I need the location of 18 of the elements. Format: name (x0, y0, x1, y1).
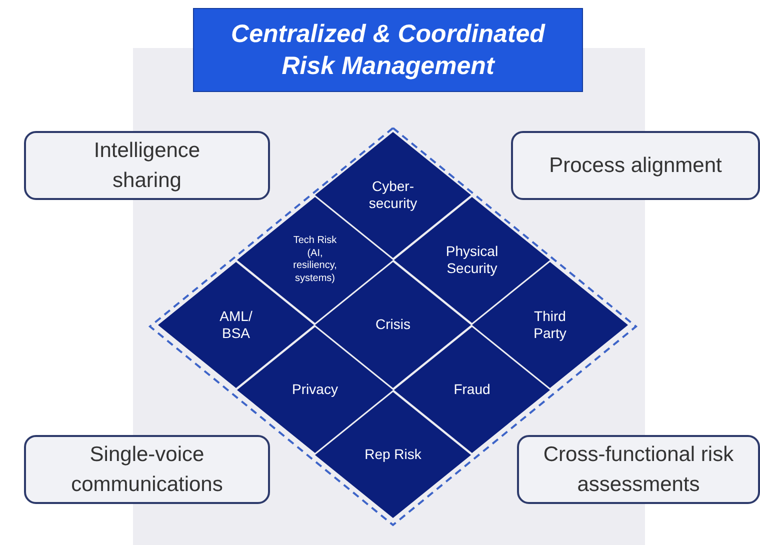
box-label: Intelligence sharing (92, 138, 202, 194)
box-label: Process alignment (548, 152, 723, 178)
tile-label: Fraud (452, 381, 492, 399)
title: Centralized & Coordinated Risk Management (230, 19, 546, 82)
box-label: Cross-functional risk assessments (542, 442, 735, 498)
tile-label: Cyber-security (368, 178, 418, 212)
tile-label: Crisis (374, 316, 412, 334)
rounded-box (24, 435, 270, 504)
box-label: Single-voice communications (70, 442, 224, 498)
rounded-box (24, 131, 270, 200)
tile-label: Tech Risk (AI, resiliency, systems) (292, 235, 338, 285)
tile-label: AML/ BSA (218, 308, 254, 342)
tile-label: Physical Security (444, 242, 500, 278)
rounded-box (517, 435, 760, 504)
tile-label: Privacy (291, 381, 339, 399)
tile-label: Third Party (532, 308, 568, 342)
rounded-box (511, 131, 760, 200)
tile-label: Rep Risk (364, 446, 422, 464)
